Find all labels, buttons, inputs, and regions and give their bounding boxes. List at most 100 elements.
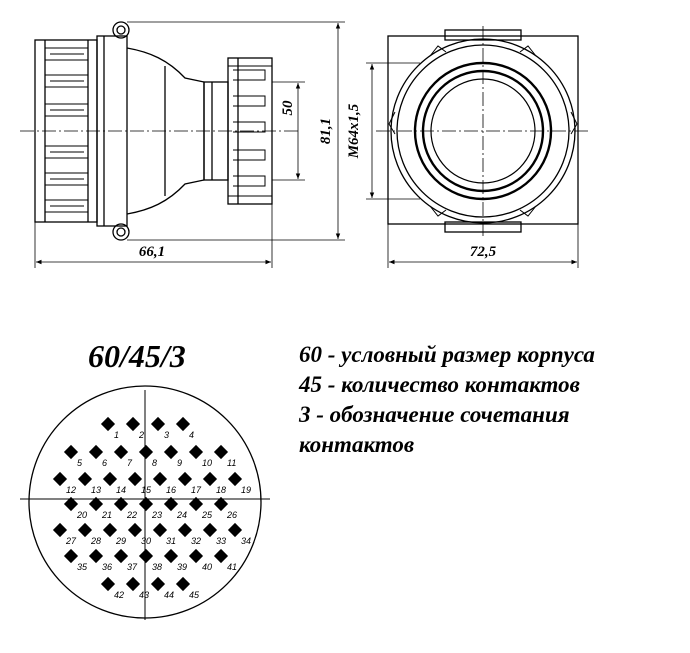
contact-pin-label: 20 (76, 510, 87, 520)
contact-pin (63, 444, 79, 460)
legend-item: 3 - обозначение сочетания контактов (299, 402, 570, 457)
legend-item: 60 - условный размер корпуса (299, 342, 595, 367)
contact-pin (100, 416, 116, 432)
contact-pin-label: 36 (102, 562, 112, 572)
contact-pin-label: 21 (101, 510, 112, 520)
contact-pin-label: 2 (138, 430, 144, 440)
contact-pin-label: 23 (151, 510, 162, 520)
contact-pin (213, 496, 229, 512)
contact-pin (63, 496, 79, 512)
contact-pin (63, 548, 79, 564)
dim-body-length: 66,1 (139, 244, 165, 260)
contact-pin-label: 33 (216, 536, 226, 546)
contact-pin (127, 522, 143, 538)
contact-pin-label: 15 (141, 485, 152, 495)
contact-pin-label: 31 (166, 536, 176, 546)
contact-pin (227, 471, 243, 487)
contact-pin-label: 42 (114, 590, 124, 600)
contact-pin (52, 471, 68, 487)
contact-pin-label: 40 (202, 562, 212, 572)
contact-pin-label: 26 (226, 510, 237, 520)
contact-pin-label: 12 (66, 485, 76, 495)
contact-pin-label: 35 (77, 562, 88, 572)
contact-pin-label: 19 (241, 485, 251, 495)
contact-pin (52, 522, 68, 538)
contact-pin (138, 496, 154, 512)
contact-pin (77, 522, 93, 538)
connector-code: 60/45/3 (88, 338, 186, 374)
contact-pin (102, 471, 118, 487)
contact-pin (213, 548, 229, 564)
contact-pin (102, 522, 118, 538)
contact-pin-label: 24 (176, 510, 187, 520)
contact-pin (150, 416, 166, 432)
contact-pin-label: 44 (164, 590, 174, 600)
contact-pin (177, 471, 193, 487)
contact-pin-label: 28 (90, 536, 101, 546)
contact-pin (113, 548, 129, 564)
contact-pin (150, 576, 166, 592)
contact-pin (88, 548, 104, 564)
contact-pin-label: 18 (216, 485, 226, 495)
contact-pin-label: 4 (189, 430, 194, 440)
dim-body-height: 81,1 (318, 118, 334, 144)
dim-flange-width: 72,5 (470, 244, 497, 260)
contact-pin-label: 27 (65, 536, 77, 546)
code-legend: 60 - условный размер корпуса 45 - количе… (299, 340, 679, 460)
contact-pin (188, 548, 204, 564)
contact-pin (113, 496, 129, 512)
contact-pin (127, 471, 143, 487)
contact-pin-label: 13 (91, 485, 101, 495)
contact-pin (88, 496, 104, 512)
contact-pin-label: 1 (114, 430, 119, 440)
contact-pin-label: 22 (126, 510, 137, 520)
front-view (366, 26, 590, 268)
contact-pin (175, 576, 191, 592)
contact-pin (163, 496, 179, 512)
contact-pin-label: 45 (189, 590, 200, 600)
contact-pin (138, 548, 154, 564)
contact-pin-label: 8 (152, 458, 157, 468)
coupling-ribs (45, 47, 89, 213)
contact-pin-label: 6 (102, 458, 107, 468)
contact-pin-label: 10 (202, 458, 212, 468)
contact-pin-label: 43 (139, 590, 149, 600)
contact-pin-label: 38 (152, 562, 162, 572)
contact-pin-label: 16 (166, 485, 176, 495)
side-view (20, 21, 345, 268)
contact-pin (163, 444, 179, 460)
contact-pin (88, 444, 104, 460)
contact-pin (227, 522, 243, 538)
contact-pin (175, 416, 191, 432)
contact-pin-label: 34 (241, 536, 251, 546)
contact-pin-label: 25 (201, 510, 213, 520)
contact-pin (163, 548, 179, 564)
contact-pin (188, 496, 204, 512)
contact-pin-label: 14 (116, 485, 126, 495)
contact-pin (100, 576, 116, 592)
contact-pin-label: 30 (141, 536, 151, 546)
contact-pin-label: 11 (227, 458, 236, 468)
contact-pin-label: 39 (177, 562, 187, 572)
contact-pin-label: 37 (127, 562, 138, 572)
contact-pin (188, 444, 204, 460)
contact-pin (213, 444, 229, 460)
contact-pin-label: 41 (227, 562, 237, 572)
contact-pin (177, 522, 193, 538)
contact-pin-label: 5 (77, 458, 83, 468)
contact-pin (202, 522, 218, 538)
contact-pin (152, 471, 168, 487)
legend-item: 45 - количество контактов (299, 372, 580, 397)
contact-pin (138, 444, 154, 460)
contact-pin (125, 416, 141, 432)
contact-pin-label: 17 (191, 485, 202, 495)
contact-pin (77, 471, 93, 487)
dim-thread: M64x1,5 (346, 103, 362, 159)
contact-pin (202, 471, 218, 487)
contact-pin-label: 7 (127, 458, 133, 468)
contact-pin-label: 29 (115, 536, 126, 546)
contact-pin (125, 576, 141, 592)
